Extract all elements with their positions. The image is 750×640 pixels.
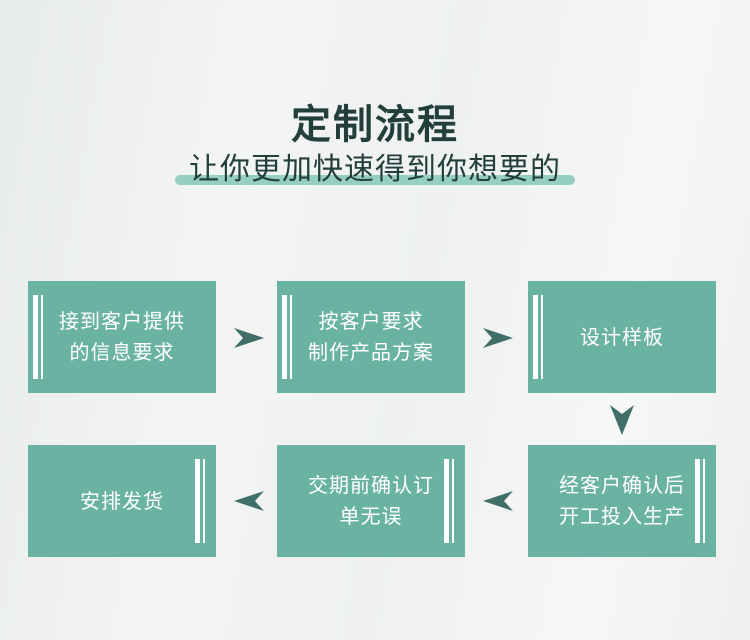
double-bar-decoration bbox=[195, 459, 207, 543]
double-bar-decoration bbox=[282, 295, 294, 379]
arrow-right-icon bbox=[481, 326, 515, 350]
step-3-box: 设计样板 bbox=[528, 281, 716, 393]
step-1-box: 接到客户提供 的信息要求 bbox=[28, 281, 216, 393]
double-bar-decoration bbox=[533, 295, 545, 379]
arrow-left-icon bbox=[232, 489, 266, 513]
subtitle-highlight bbox=[175, 175, 575, 185]
arrow-right-icon bbox=[232, 326, 266, 350]
double-bar-decoration bbox=[444, 459, 456, 543]
page-subtitle: 让你更加快速得到你想要的 bbox=[189, 152, 561, 187]
step-6-box: 安排发货 bbox=[28, 445, 216, 557]
step-2-box: 按客户要求 制作产品方案 bbox=[277, 281, 465, 393]
double-bar-decoration bbox=[695, 459, 707, 543]
step-4-box: 经客户确认后 开工投入生产 bbox=[528, 445, 716, 557]
step-5-label: 交期前确认订 单无误 bbox=[308, 473, 434, 528]
double-bar-decoration bbox=[33, 295, 45, 379]
arrow-left-icon bbox=[481, 489, 515, 513]
step-4-label: 经客户确认后 开工投入生产 bbox=[559, 473, 685, 528]
page-title: 定制流程 bbox=[291, 102, 459, 148]
step-6-label: 安排发货 bbox=[80, 488, 164, 513]
step-1-label: 接到客户提供 的信息要求 bbox=[59, 309, 185, 364]
subtitle-block: 让你更加快速得到你想要的 bbox=[175, 144, 575, 194]
step-3-label: 设计样板 bbox=[580, 324, 664, 349]
step-5-box: 交期前确认订 单无误 bbox=[277, 445, 465, 557]
step-2-label: 按客户要求 制作产品方案 bbox=[308, 309, 434, 364]
arrow-down-icon bbox=[608, 403, 636, 437]
